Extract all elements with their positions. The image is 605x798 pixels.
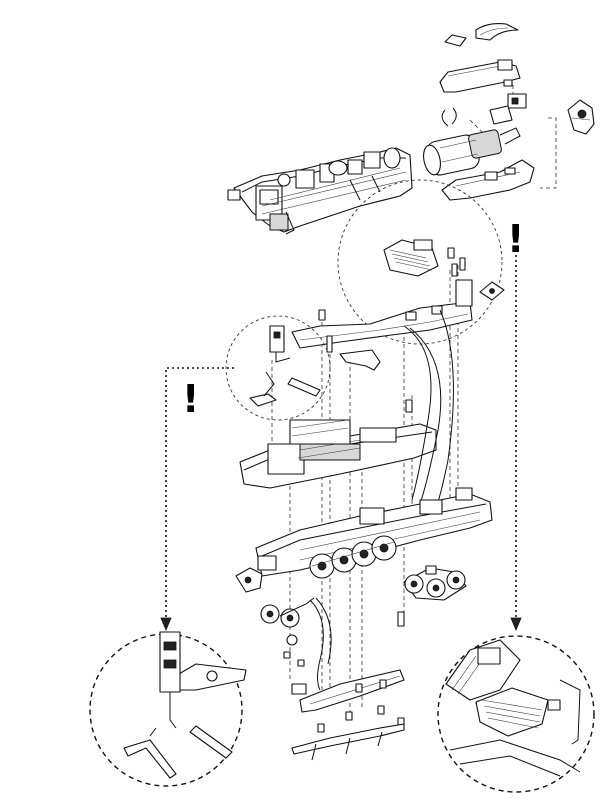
zoom-weight-plate (475, 687, 549, 737)
coupler-part (567, 99, 595, 135)
chassis-top-plate (291, 279, 473, 349)
pony-truck (260, 597, 315, 667)
brake-rigging-part (291, 723, 405, 761)
main-chassis-frame (255, 487, 493, 577)
driving-wheels (309, 535, 397, 579)
small-bracket-part (339, 349, 381, 371)
motor-assembly (423, 127, 521, 176)
zoom-detail-bottom-left (89, 631, 247, 787)
chassis-weight-block (239, 399, 437, 489)
contact-strips (249, 371, 321, 407)
screws-upper (447, 247, 466, 277)
locomotive-body-shell (227, 147, 413, 235)
detail-circle-upper-right (337, 179, 505, 345)
motor-worm-drive (489, 79, 527, 125)
rear-bogie (397, 565, 467, 627)
contact-spring-part (269, 325, 291, 363)
zoom-chassis-section (445, 639, 521, 701)
zoom-contact-spring (159, 631, 181, 729)
leader-arrows (160, 250, 522, 632)
zoom-contact-bracket (547, 679, 581, 745)
zoom-detail-bottom-right (437, 635, 595, 793)
front-coupler-part (235, 555, 277, 593)
cab-roof-pieces (444, 23, 519, 47)
zoom-contact-strips (123, 725, 233, 779)
screws-top-plate (318, 309, 333, 353)
weight-plate-part (383, 239, 439, 277)
warning-mark-left: ! (182, 377, 199, 421)
detail-circle-upper-left (225, 315, 331, 421)
bottom-cover-plate (291, 669, 405, 713)
motor-cover-part (439, 59, 521, 93)
screws-bottom (317, 705, 405, 733)
motor-mount-frame (441, 159, 535, 201)
contact-bracket-part (479, 281, 505, 301)
warning-mark-right: ! (507, 217, 524, 261)
